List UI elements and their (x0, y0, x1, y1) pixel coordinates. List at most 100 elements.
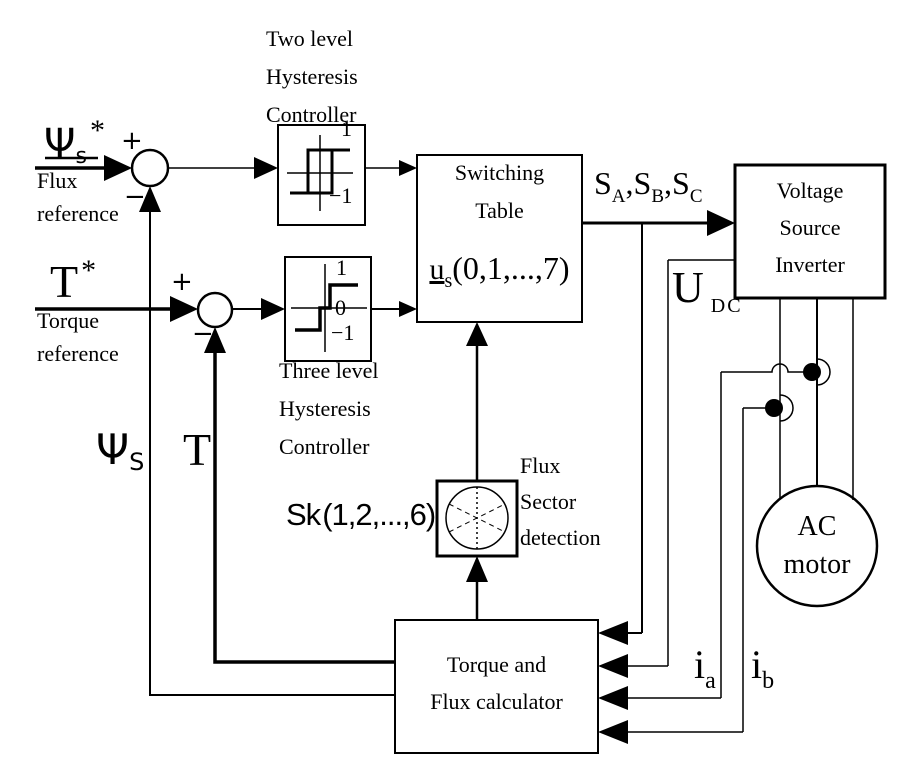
current-a-label: ia (694, 642, 716, 694)
flux-state-arrow (365, 160, 417, 176)
sensor-dot (803, 363, 821, 381)
sensor-clamp-arc (816, 358, 831, 386)
sc-base: S (672, 165, 690, 201)
current-a-base: i (694, 642, 706, 687)
two-level-controller-caption: Two level Hysteresis Controller (266, 20, 358, 134)
flux-symbol: Ψ (44, 121, 76, 167)
path (149, 208, 395, 696)
switch-states-arrow (582, 210, 735, 645)
dc-voltage-sub: DC (710, 295, 743, 317)
torque-feedback-symbol: T (183, 424, 212, 475)
calc-to-sector-arrowhead (466, 556, 488, 582)
caption-line: Hysteresis (279, 396, 371, 421)
caption-line: detection (520, 525, 601, 550)
caption-line: motor (783, 549, 851, 580)
caption-line: Torque and (446, 652, 547, 677)
caption-line: Flux calculator (430, 689, 563, 714)
caption-line: Torque (37, 308, 99, 333)
switching-table-title-2: Table (475, 198, 524, 223)
switch-states-label: SA,SB,SC (594, 167, 703, 206)
sensor-clamp-arc (779, 394, 794, 422)
torque-reference-caption: Torque reference (37, 304, 119, 370)
caption-line: reference (37, 341, 119, 366)
switching-table-block (416, 154, 583, 323)
flux-plus-sign: + (121, 126, 143, 156)
vsi-caption: Voltage Source Inverter (737, 172, 883, 283)
staircase (295, 283, 358, 332)
comma: , (664, 165, 673, 201)
caption-line: Two level (266, 26, 354, 51)
current-b-sub: b (762, 668, 775, 694)
sector-index-args: (1,2,...,6) (322, 497, 436, 532)
current-b-label: ib (751, 642, 775, 694)
caption-line: Three level (279, 358, 379, 383)
motor-phase-lines (779, 298, 854, 500)
caption-line: Inverter (775, 252, 845, 277)
three-level-zero-label: 0 (335, 295, 346, 320)
three-level-high-label: 1 (336, 255, 347, 280)
flux-sector-caption: Flux Sector detection (520, 448, 601, 556)
arrowhead (598, 720, 628, 744)
voltage-vector-sub: s (444, 270, 453, 292)
current-sensor-a (598, 358, 831, 710)
flux-symbol-star: * (89, 114, 105, 147)
caption-line: Source (779, 215, 841, 240)
voltage-vector-args: (0,1,...,7) (452, 250, 570, 286)
flux-symbol-sub: s (75, 144, 87, 169)
caption-line: Voltage (776, 178, 844, 203)
two-level-high-label: 1 (341, 116, 352, 141)
arrowhead (261, 298, 285, 320)
torque-symbol: T (50, 256, 79, 307)
relay-loop (290, 148, 350, 195)
flux-fb-sub: S (129, 448, 145, 476)
dc-voltage-label: U DC (672, 263, 743, 317)
path (213, 349, 395, 664)
flux-minus-sign: − (124, 182, 146, 212)
switching-table-title-1: Switching (454, 160, 545, 185)
torque-flux-calculator-block (394, 619, 599, 754)
voltage-source-inverter-block (733, 163, 887, 300)
sc-sub: C (689, 186, 703, 207)
sector-dial-icon (445, 486, 509, 550)
torque-minus-sign: − (192, 319, 214, 349)
torque-reference-symbol: T* (50, 256, 96, 305)
caption-line: reference (37, 201, 119, 226)
dc-voltage-base: U (672, 263, 704, 312)
flux-reference-caption: Flux reference (37, 164, 119, 230)
torque-plus-sign: + (171, 267, 193, 297)
arrowhead (399, 160, 417, 176)
sb-sub: B (651, 186, 665, 207)
torque-symbol-star: * (81, 254, 97, 287)
sa-sub: A (611, 186, 626, 207)
comma: , (625, 165, 634, 201)
sb-base: S (633, 165, 652, 201)
three-level-low-label: −1 (331, 320, 355, 345)
arrowhead (707, 210, 735, 236)
three-level-controller-caption: Three level Hysteresis Controller (279, 352, 379, 466)
flux-reference-input-arrow (35, 155, 132, 181)
current-sensor-b (598, 394, 794, 744)
sector-index-label: Sk(1,2,...,6) (286, 497, 436, 532)
flux-fb-psi: Ψ (96, 425, 130, 474)
current-b-base: i (751, 642, 763, 687)
voltage-vector-base: u (429, 253, 445, 286)
caption-line: Sector (520, 489, 577, 514)
arrowhead (139, 186, 161, 212)
caption-line: Controller (279, 434, 370, 459)
flux-feedback-path (139, 186, 395, 696)
caption-line: AC (797, 511, 837, 542)
sector-diagonal-2 (448, 503, 506, 533)
caption-line: Controller (266, 102, 357, 127)
caption-line: Flux (37, 168, 78, 193)
switching-table-formula: us(0,1,...,7) (417, 252, 582, 291)
arrowhead (170, 296, 198, 322)
branch-arrowhead (598, 621, 628, 645)
two-level-hysteresis-block (277, 124, 366, 226)
arrowhead (399, 301, 417, 317)
sector-index-base: Sk (286, 497, 321, 532)
torque-state-arrow (371, 301, 417, 317)
two-level-hysteresis-icon (287, 135, 353, 211)
sensor-dot (765, 399, 783, 417)
